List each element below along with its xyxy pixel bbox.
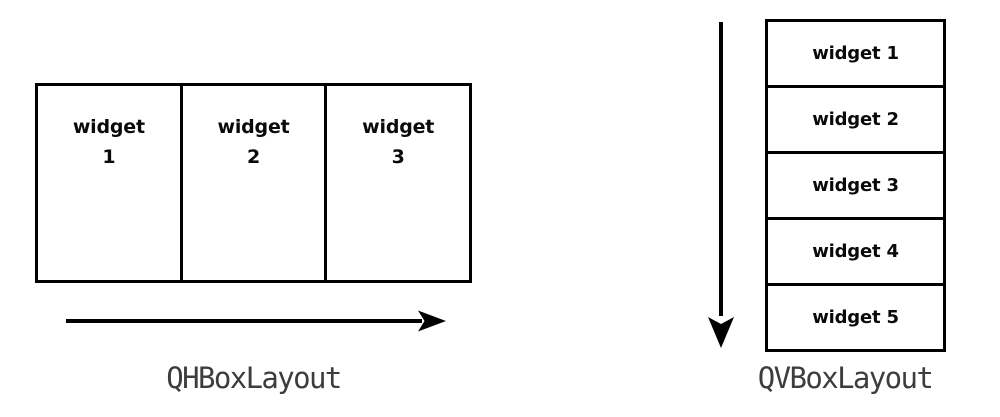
qhboxlayout-caption: QHBoxLayout bbox=[166, 361, 342, 395]
vbox-cell-1: widget 1 bbox=[768, 22, 943, 88]
vbox-cell-1-label: widget 1 bbox=[812, 42, 899, 64]
qhboxlayout-container: widget 1 widget 2 widget 3 bbox=[35, 83, 472, 283]
arrow-right-icon bbox=[66, 310, 446, 332]
arrow-down-icon bbox=[708, 22, 734, 348]
vbox-cell-4-label: widget 4 bbox=[812, 240, 899, 262]
qvboxlayout-figure: widget 1 widget 2 widget 3 widget 4 widg… bbox=[690, 0, 1000, 417]
hbox-cell-1-label: widget 1 bbox=[72, 116, 145, 168]
qvboxlayout-caption: QVBoxLayout bbox=[757, 361, 934, 395]
vbox-cell-5: widget 5 bbox=[768, 286, 943, 349]
vbox-cell-2: widget 2 bbox=[768, 88, 943, 154]
qvboxlayout-container: widget 1 widget 2 widget 3 widget 4 widg… bbox=[765, 19, 946, 352]
vbox-cell-5-label: widget 5 bbox=[812, 306, 899, 328]
hbox-cell-2: widget 2 bbox=[182, 86, 328, 280]
hbox-cell-2-label: widget 2 bbox=[217, 116, 290, 168]
vbox-cell-3: widget 3 bbox=[768, 154, 943, 220]
hbox-cell-3-label: widget 3 bbox=[362, 116, 435, 168]
vbox-cell-2-label: widget 2 bbox=[812, 108, 899, 130]
vbox-cell-4: widget 4 bbox=[768, 220, 943, 286]
qhboxlayout-figure: widget 1 widget 2 widget 3 QHBoxLayout bbox=[35, 83, 472, 395]
vbox-cell-3-label: widget 3 bbox=[812, 174, 899, 196]
hbox-cell-1: widget 1 bbox=[38, 86, 183, 280]
hbox-cell-3: widget 3 bbox=[327, 86, 470, 280]
